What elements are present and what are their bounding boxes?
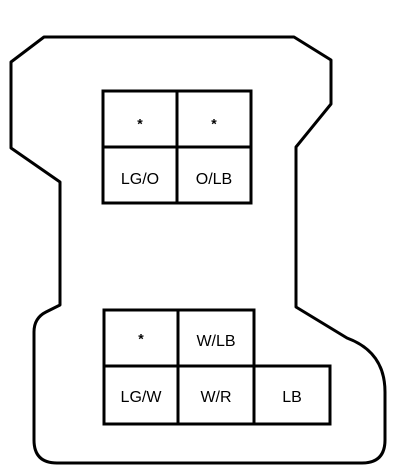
cavity-bottom-4-label: W/R bbox=[200, 389, 231, 406]
cavity-bottom-2-label: W/LB bbox=[196, 333, 235, 350]
cavity-bottom-3-label: LG/W bbox=[121, 389, 163, 406]
top-cavity-block: * * LG/O O/LB bbox=[101, 89, 253, 205]
cavity-bottom-2 bbox=[176, 308, 256, 368]
cavity-bottom-5 bbox=[252, 364, 332, 426]
cavity-top-2 bbox=[175, 89, 253, 149]
cavity-top-4-label: O/LB bbox=[196, 171, 232, 188]
connector-housing-outline bbox=[9, 35, 387, 465]
cavity-top-3 bbox=[101, 145, 179, 205]
cavity-top-4 bbox=[175, 145, 253, 205]
cavity-bottom-1-label: * bbox=[138, 331, 144, 347]
cavity-top-3-label: LG/O bbox=[121, 171, 159, 188]
cavity-bottom-5-label: LB bbox=[282, 389, 302, 406]
cavity-top-1-label: * bbox=[137, 116, 143, 132]
cavity-top-2-label: * bbox=[211, 116, 217, 132]
bottom-cavity-block: * W/LB LG/W W/R LB bbox=[102, 308, 332, 426]
